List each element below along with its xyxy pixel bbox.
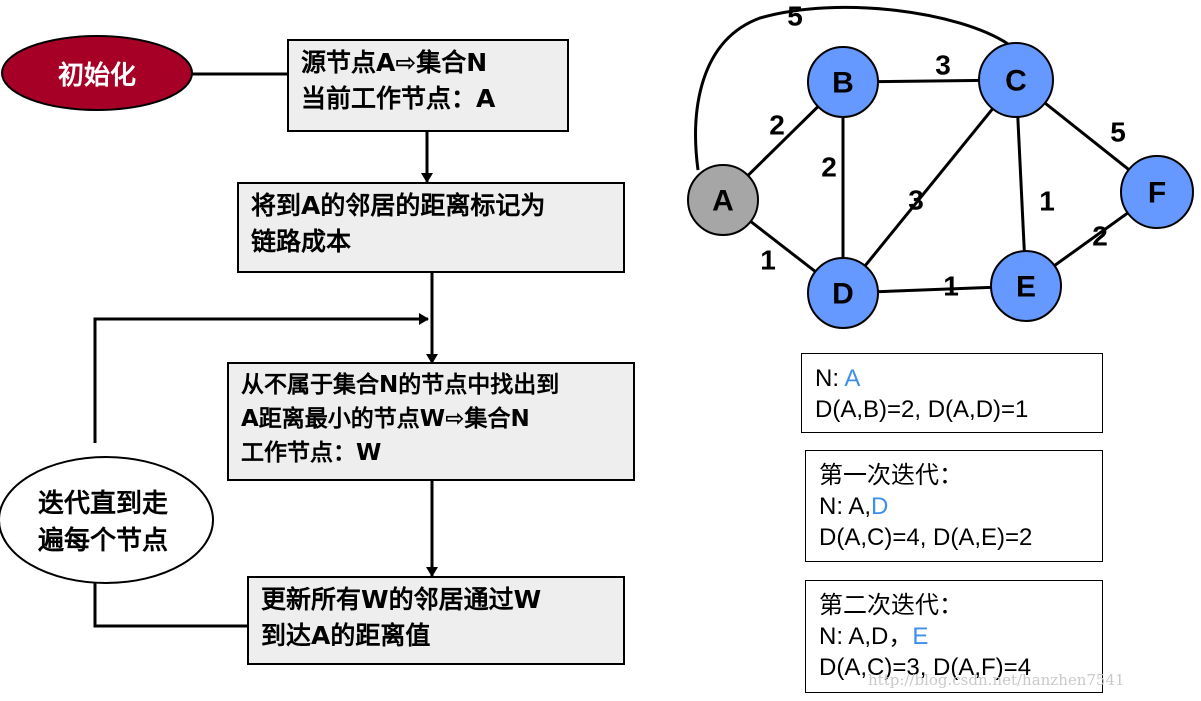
info-distances: D(A,C)=3, D(A,F)=4 — [819, 654, 1032, 681]
edge-weight-E-F: 2 — [1092, 221, 1108, 252]
edge-A-C — [694, 5, 1009, 171]
info-n-line: N: A,D，E — [819, 621, 1089, 652]
node-label-E: E — [1016, 271, 1036, 304]
info-n-prefix: N: A,D， — [819, 623, 913, 650]
edge-weight-A-B: 2 — [769, 110, 785, 141]
step-mark-neighbors: 将到A的邻居的距离标记为 链路成本 — [237, 182, 625, 273]
node-label-A: A — [712, 185, 734, 218]
edge-weight-A-D: 1 — [760, 245, 776, 276]
init-label: 初始化 — [57, 60, 136, 91]
step-update-neighbors: 更新所有W的邻居通过W 到达A的距离值 — [247, 576, 625, 665]
step-find-min-node: 从不属于集合N的节点中找出到 A距离最小的节点W⇨集合N 工作节点：W — [227, 362, 635, 481]
info-title: 第一次迭代： — [819, 462, 963, 489]
edge-weight-D-E: 1 — [943, 271, 959, 302]
info-distances: D(A,C)=4, D(A,E)=2 — [819, 524, 1033, 551]
info-title: 第二次迭代： — [819, 592, 963, 619]
info-box-iteration-1: 第一次迭代： N: A,D D(A,C)=4, D(A,E)=2 — [805, 450, 1103, 562]
info-n-line: N: A,D — [819, 491, 1089, 522]
info-n-highlight: E — [912, 623, 929, 650]
node-E — [990, 250, 1062, 322]
loop-back-top — [93, 313, 429, 443]
node-C — [978, 42, 1054, 118]
node-B — [807, 46, 879, 118]
loop-back-bottom — [93, 565, 247, 628]
edge-weight-C-E: 1 — [1039, 186, 1055, 217]
init-oval — [1, 35, 193, 111]
node-label-D: D — [832, 278, 854, 311]
info-box-initial: N: A D(A,B)=2, D(A,D)=1 — [801, 353, 1103, 433]
node-A — [687, 164, 759, 236]
info-distances: D(A,B)=2, D(A,D)=1 — [815, 396, 1029, 423]
loop-oval — [0, 456, 214, 584]
edge-weight-A-C: 5 — [787, 1, 803, 32]
loop-label: 迭代直到走遍每个节点 — [37, 489, 168, 556]
edge-weight-B-C: 3 — [935, 50, 951, 81]
info-n-prefix: N: A, — [819, 493, 872, 520]
node-label-B: B — [832, 67, 854, 100]
edge-weight-C-D: 3 — [908, 185, 924, 216]
info-n-highlight: D — [871, 493, 889, 520]
info-n-highlight: A — [844, 365, 861, 392]
step-init-source: 源节点A⇨集合N 当前工作节点：A — [287, 39, 569, 132]
info-n-line: N: A — [815, 363, 1089, 394]
edge-weight-C-F: 5 — [1110, 117, 1126, 148]
edge-C-D — [841, 79, 1018, 294]
edge-weight-B-D: 2 — [821, 152, 837, 183]
info-n-prefix: N: — [815, 365, 845, 392]
watermark: http://blog.csdn.net/hanzhen7541 — [868, 671, 1125, 689]
node-label-F: F — [1148, 177, 1166, 210]
node-D — [807, 257, 879, 329]
node-F — [1120, 155, 1194, 229]
node-label-C: C — [1005, 65, 1027, 98]
info-box-iteration-2: 第二次迭代： N: A,D，E D(A,C)=3, D(A,F)=4 — [805, 580, 1103, 693]
